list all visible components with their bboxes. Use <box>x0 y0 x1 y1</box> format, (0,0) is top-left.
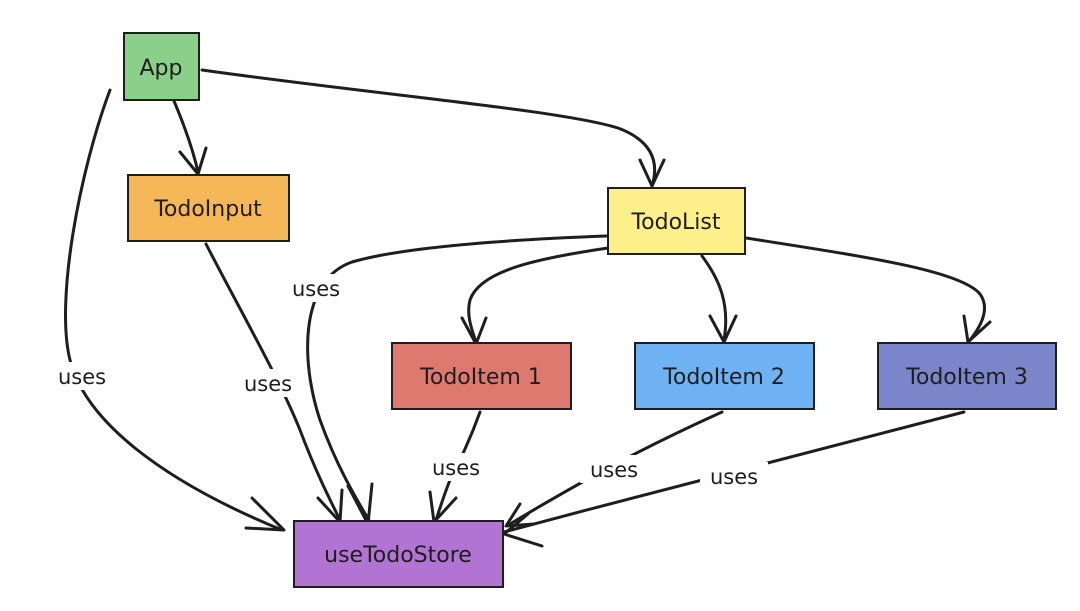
arrowhead-item1 <box>460 316 488 346</box>
node-todoinput-label: TodoInput <box>153 197 262 222</box>
node-app-label: App <box>140 56 183 81</box>
node-todoitem-3-label: TodoItem 3 <box>905 365 1028 390</box>
node-todolist-label: TodoList <box>630 210 720 235</box>
node-todoitem-2-box <box>634 342 815 410</box>
node-todoitem-1-label: TodoItem 1 <box>419 365 542 390</box>
node-todoitem-2-label: TodoItem 2 <box>662 365 785 390</box>
node-todoitem-1: TodoItem 1 <box>391 342 572 410</box>
arrowhead-item2-store <box>504 502 536 528</box>
arrowhead-todolist <box>638 158 666 188</box>
node-app-box <box>123 32 200 101</box>
edge-label-list-uses: uses <box>292 277 340 301</box>
node-todoinput: TodoInput <box>127 174 290 242</box>
edge-app-to-todoinput <box>172 99 200 174</box>
edge-todolist-to-item2 <box>700 254 728 342</box>
node-todoitem-1-box <box>391 342 572 410</box>
edge-todoinput-to-store <box>204 242 342 522</box>
arrowhead-app-store <box>244 496 286 532</box>
node-usetodostore-label: useTodoStore <box>324 543 472 568</box>
node-usetodostore-box <box>293 520 504 588</box>
edge-label-item1-uses: uses <box>432 456 480 480</box>
node-todoinput-box <box>127 174 290 242</box>
node-todolist-box <box>607 187 746 255</box>
node-app: App <box>123 32 200 101</box>
edge-app-to-todolist <box>200 68 657 188</box>
node-todolist: TodoList <box>607 187 746 255</box>
node-todoitem-2: TodoItem 2 <box>634 342 815 410</box>
edge-label-item3-uses: uses <box>710 465 758 489</box>
edge-todolist-to-item3 <box>744 236 986 342</box>
edge-label-input-uses: uses <box>244 372 292 396</box>
node-usetodostore: useTodoStore <box>293 520 504 588</box>
edge-todolist-to-item1 <box>467 246 610 344</box>
edge-app-to-store <box>64 88 284 532</box>
edge-label-app-uses: uses <box>58 365 106 389</box>
node-todoitem-3: TodoItem 3 <box>877 342 1057 410</box>
node-todoitem-3-box <box>877 342 1057 410</box>
arrowhead-item2 <box>708 314 738 344</box>
edge-label-item2-uses: uses <box>590 458 638 482</box>
